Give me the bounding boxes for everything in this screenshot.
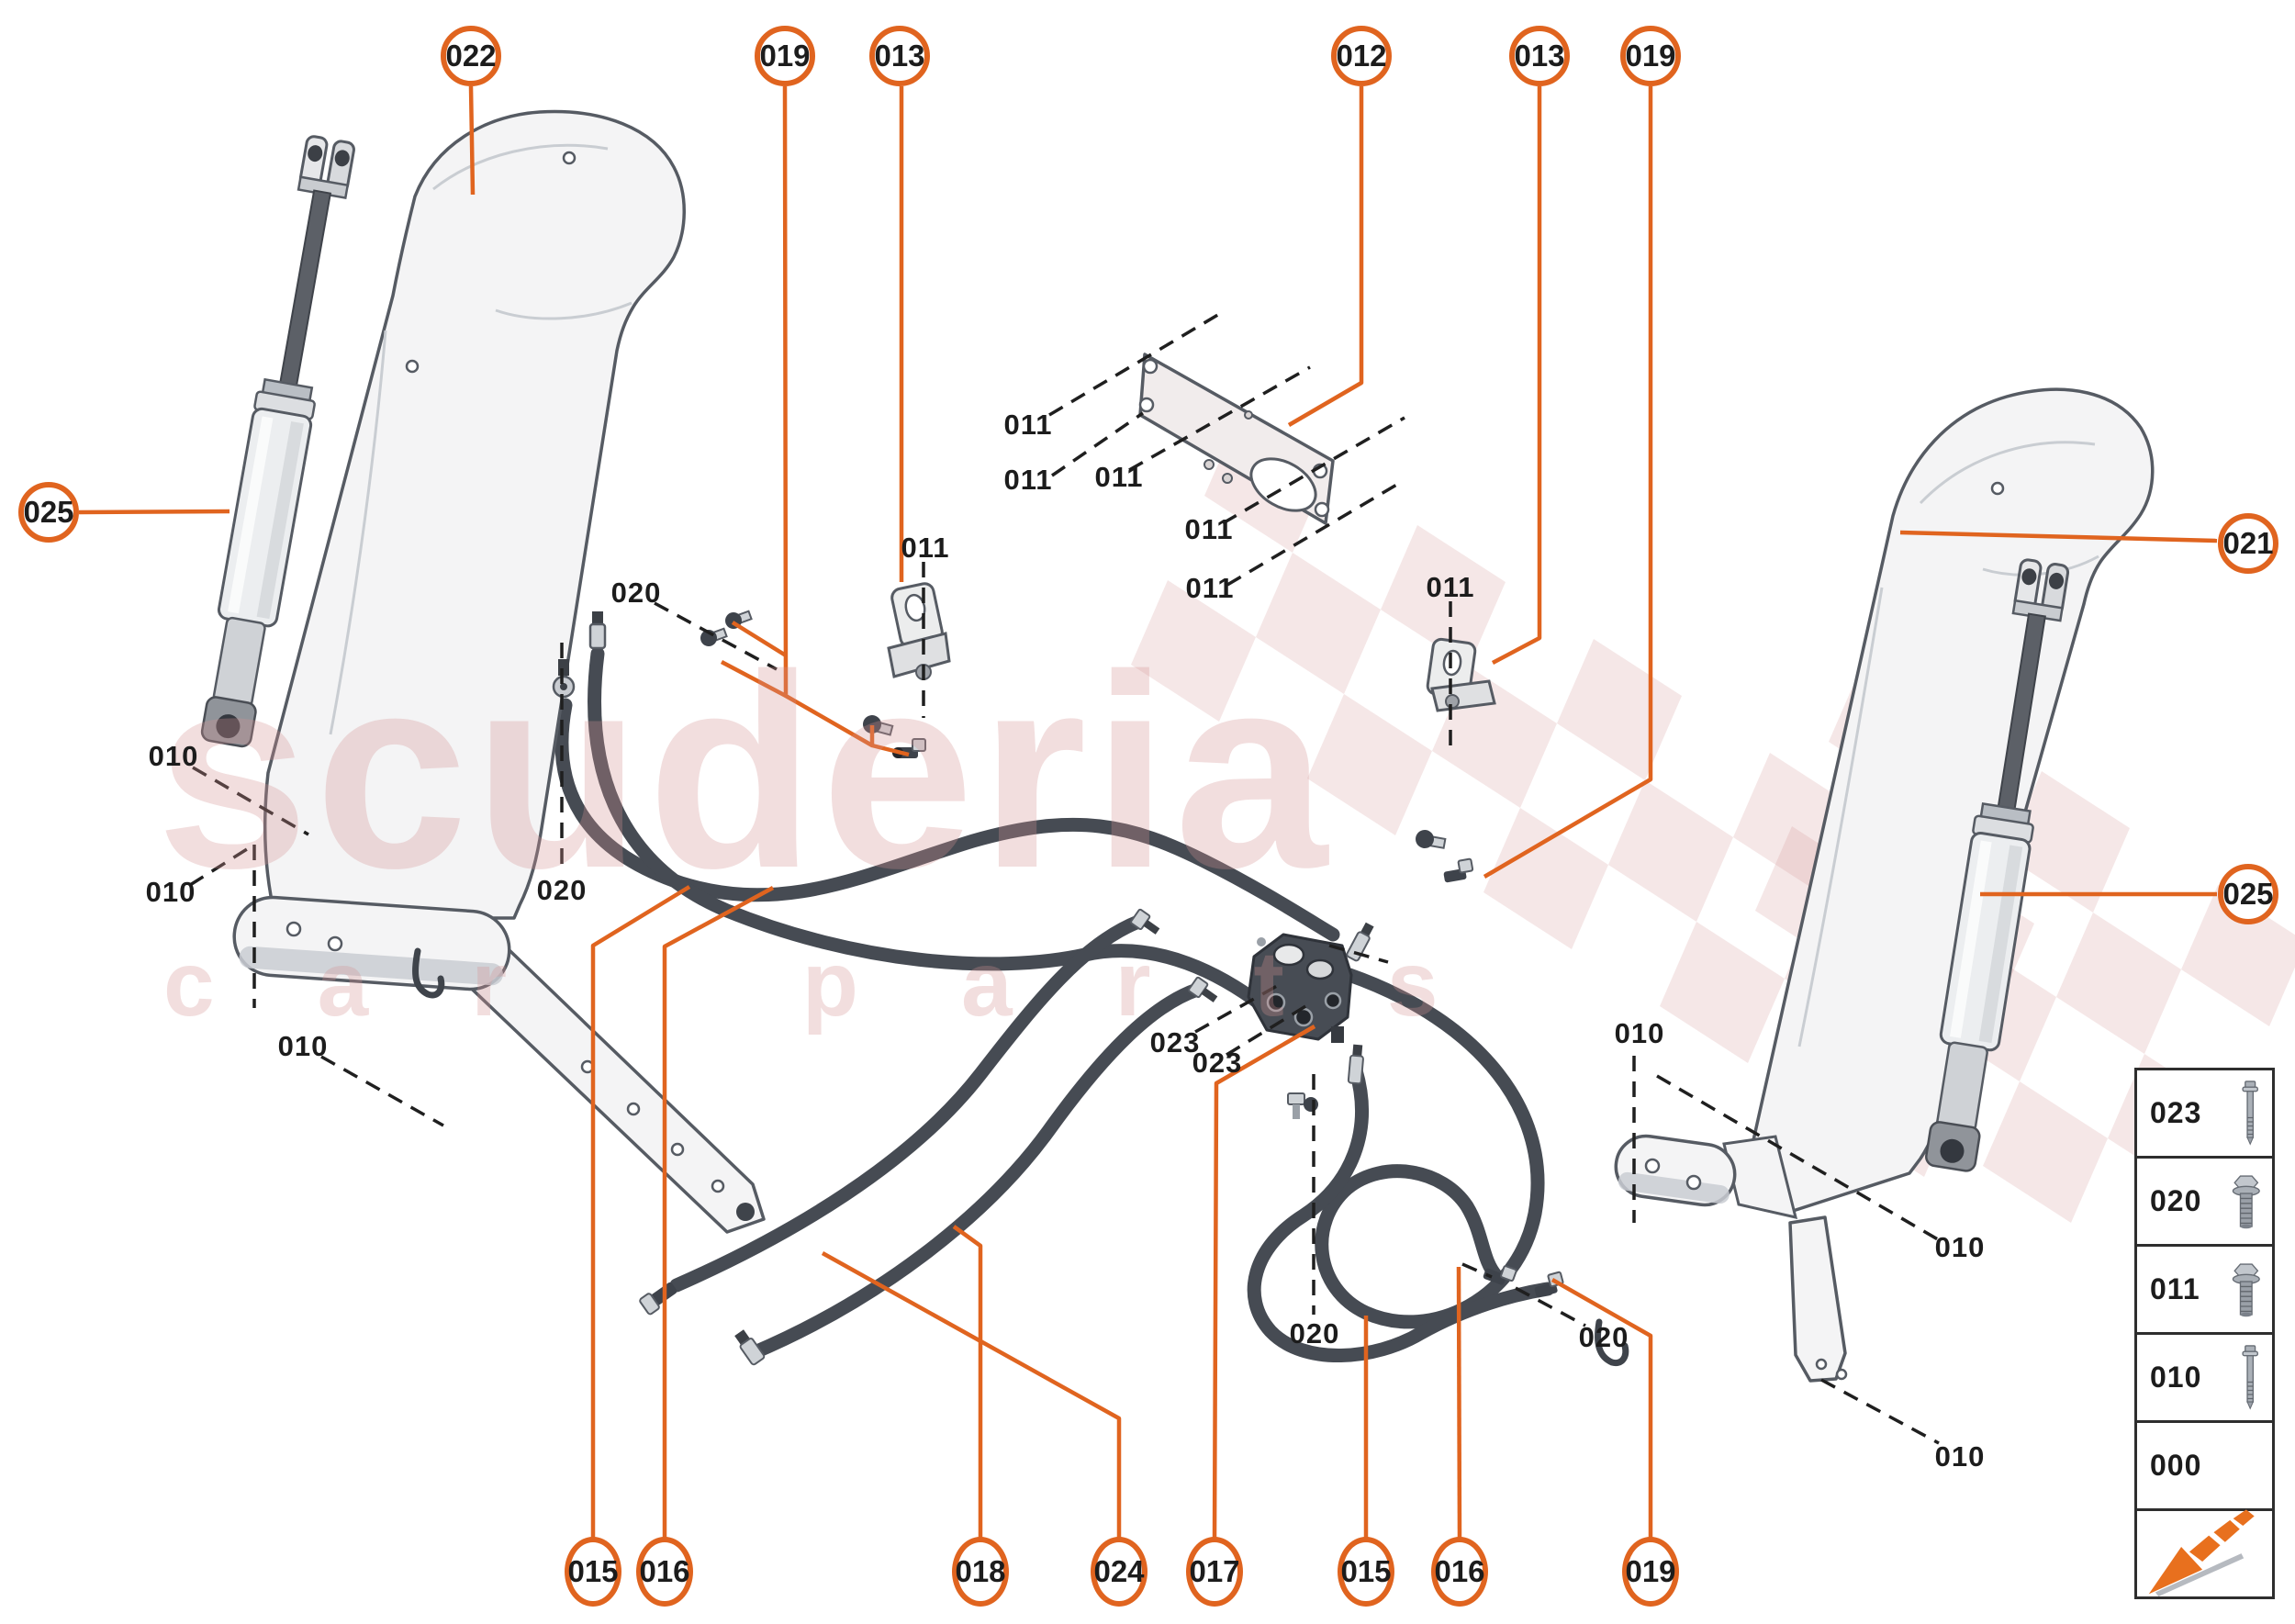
legend-row-label: 010 xyxy=(2150,1361,2202,1394)
part-label-010: 010 xyxy=(1934,1440,1986,1473)
part-label-010: 010 xyxy=(1614,1017,1665,1049)
fastener-legend-table: 023 020 011 010 000 xyxy=(2134,1068,2275,1599)
elbow-fitting xyxy=(892,738,926,758)
callout-015-bottom-2[interactable]: 015 xyxy=(1338,1537,1394,1607)
right-hook-bracket xyxy=(1595,1318,1629,1367)
long-bolt-icon xyxy=(2242,1344,2258,1409)
left-roll-bar xyxy=(232,109,766,1234)
hose-right-loop-1 xyxy=(1315,968,1545,1329)
part-label-020: 020 xyxy=(1578,1321,1629,1353)
elbow-fitting xyxy=(1443,857,1474,883)
part-label-011: 011 xyxy=(1184,513,1234,545)
legend-row-020[interactable]: 020 xyxy=(2137,1156,2272,1244)
legend-row-000[interactable]: 000 xyxy=(2137,1420,2272,1508)
part-label-020: 020 xyxy=(610,577,662,609)
legend-row-arrow[interactable] xyxy=(2137,1508,2272,1596)
callout-019-top-left[interactable]: 019 xyxy=(755,26,815,86)
left-hook-bracket xyxy=(412,947,445,999)
part-label-010: 010 xyxy=(1934,1231,1986,1263)
part-label-023: 023 xyxy=(1192,1047,1243,1079)
legend-row-010[interactable]: 010 xyxy=(2137,1332,2272,1420)
part-label-010: 010 xyxy=(148,740,199,772)
elbow-fitting xyxy=(1483,1265,1517,1285)
p-clip xyxy=(725,610,753,629)
legend-row-023[interactable]: 023 xyxy=(2137,1070,2272,1156)
fittings-and-clamps xyxy=(552,610,1564,1366)
legend-row-label: 020 xyxy=(2150,1184,2202,1217)
part-label-010: 010 xyxy=(277,1030,329,1062)
union-fitting xyxy=(1346,922,1374,962)
dashed-leader-lines xyxy=(189,308,1943,1445)
callout-021[interactable]: 021 xyxy=(2218,513,2278,574)
callout-018[interactable]: 018 xyxy=(952,1537,1009,1607)
callout-022[interactable]: 022 xyxy=(441,26,501,86)
legend-row-label: 011 xyxy=(2150,1272,2200,1305)
part-label-011: 011 xyxy=(1003,464,1053,496)
part-label-020: 020 xyxy=(536,874,588,906)
l-bracket-left xyxy=(887,582,951,680)
callout-016-bottom-1[interactable]: 016 xyxy=(636,1537,693,1607)
l-bracket-right xyxy=(1426,637,1496,712)
part-label-011: 011 xyxy=(1185,572,1235,604)
part-label-010: 010 xyxy=(145,876,196,908)
callout-019-bottom[interactable]: 019 xyxy=(1622,1537,1679,1607)
callout-025-left[interactable]: 025 xyxy=(18,482,79,543)
male-connector xyxy=(1130,908,1160,935)
banjo-fitting xyxy=(552,659,576,699)
part-label-023: 023 xyxy=(1149,1026,1201,1058)
callout-012[interactable]: 012 xyxy=(1331,26,1392,86)
p-clip xyxy=(1416,830,1447,849)
callout-025-right[interactable]: 025 xyxy=(2218,864,2278,924)
part-label-011: 011 xyxy=(1094,461,1144,493)
mounting-plate xyxy=(1138,353,1335,525)
manifold-block xyxy=(1247,933,1353,1043)
callout-019-top-right[interactable]: 019 xyxy=(1620,26,1681,86)
hose-lower-left-1 xyxy=(669,914,1146,1293)
flange-bolt-icon xyxy=(2233,1262,2261,1317)
hydraulic-hoses xyxy=(554,646,1555,1362)
part-label-011: 011 xyxy=(1003,409,1053,441)
p-clip xyxy=(863,715,894,736)
union-fitting xyxy=(1347,1044,1364,1085)
callout-leader-lines xyxy=(78,85,2218,1542)
fast-arrow-icon xyxy=(2148,1508,2255,1596)
callout-013-top-left[interactable]: 013 xyxy=(869,26,930,86)
callout-024[interactable]: 024 xyxy=(1091,1537,1148,1607)
long-bolt-icon xyxy=(2242,1080,2258,1145)
hose-end-nut xyxy=(588,611,607,650)
part-label-020: 020 xyxy=(1289,1317,1340,1350)
hose-end-nut xyxy=(734,1329,766,1366)
hose-lower-left-2 xyxy=(745,982,1204,1361)
legend-row-label: 000 xyxy=(2150,1449,2202,1482)
hose-upper-left-1 xyxy=(554,698,1340,942)
callout-015-bottom-1[interactable]: 015 xyxy=(565,1537,621,1607)
legend-row-011[interactable]: 011 xyxy=(2137,1244,2272,1332)
part-label-011: 011 xyxy=(901,532,950,564)
legend-row-label: 023 xyxy=(2150,1096,2202,1129)
part-label-011: 011 xyxy=(1426,571,1475,603)
callout-016-bottom-2[interactable]: 016 xyxy=(1431,1537,1488,1607)
hose-upper-left-2 xyxy=(588,646,1271,1014)
male-connector xyxy=(1188,976,1218,1002)
flange-bolt-icon xyxy=(2233,1174,2261,1229)
callout-017[interactable]: 017 xyxy=(1186,1537,1243,1607)
callout-013-top-right[interactable]: 013 xyxy=(1509,26,1570,86)
